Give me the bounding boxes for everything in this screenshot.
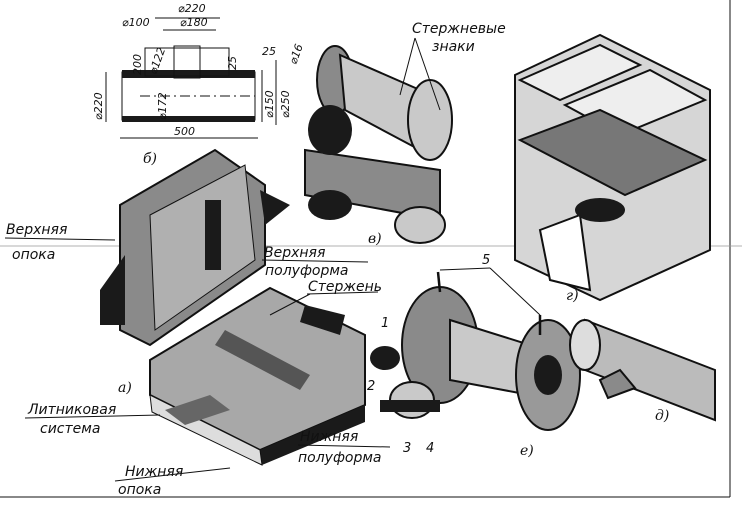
dim-d180: ⌀180 <box>180 16 208 29</box>
panel-label-e: е) <box>520 443 534 459</box>
dim-d250: ⌀250 <box>279 90 292 118</box>
panel-label-a: а) <box>118 380 132 396</box>
dim-d220-left: ⌀220 <box>92 92 105 120</box>
dim-25-horizontal: 25 <box>262 45 276 58</box>
dim-d100: ⌀100 <box>122 16 150 29</box>
dim-25-vertical: 25 <box>226 56 239 70</box>
label-lower-flask-2: опока <box>118 482 161 498</box>
label-gating-system-1: Литниковая <box>27 402 116 418</box>
number-2: 2 <box>367 379 375 394</box>
dim-200: 200 <box>131 54 144 75</box>
number-4: 4 <box>426 441 434 456</box>
label-upper-flask-2: опока <box>12 247 55 263</box>
core-box-g <box>514 33 711 302</box>
label-lower-flask-1: Нижняя <box>125 464 183 480</box>
label-gating-system-2: система <box>40 421 100 437</box>
dim-d220-top: ⌀220 <box>178 2 206 15</box>
label-upper-half-mold-1: Верхняя <box>264 245 325 261</box>
panel-label-v: в) <box>368 231 382 247</box>
number-5: 5 <box>482 253 490 268</box>
label-upper-flask-1: Верхняя <box>6 222 67 238</box>
panel-label-b: б) <box>143 151 157 167</box>
pattern-assembly-e <box>370 271 581 431</box>
label-core-prints-2: знаки <box>432 39 475 55</box>
number-1: 1 <box>381 316 389 331</box>
dim-d172: ⌀172 <box>156 92 169 120</box>
split-pattern-v <box>304 45 453 244</box>
panel-label-d: д) <box>655 408 669 424</box>
mold-assembly-a <box>100 148 366 466</box>
label-lower-half-mold-1: Нижняя <box>300 429 358 445</box>
core-d <box>569 318 716 422</box>
dim-d16: ⌀16 <box>287 42 306 66</box>
label-lower-half-mold-2: полуформа <box>298 450 382 466</box>
number-3: 3 <box>403 441 411 456</box>
dim-d150: ⌀150 <box>263 90 276 118</box>
label-upper-half-mold-2: полуформа <box>265 263 349 279</box>
label-core-prints-1: Стержневые <box>412 21 506 37</box>
label-core: Стержень <box>308 279 382 295</box>
panel-label-g: г) <box>566 288 579 304</box>
part-drawing-b <box>105 17 277 139</box>
dim-500: 500 <box>174 125 195 138</box>
